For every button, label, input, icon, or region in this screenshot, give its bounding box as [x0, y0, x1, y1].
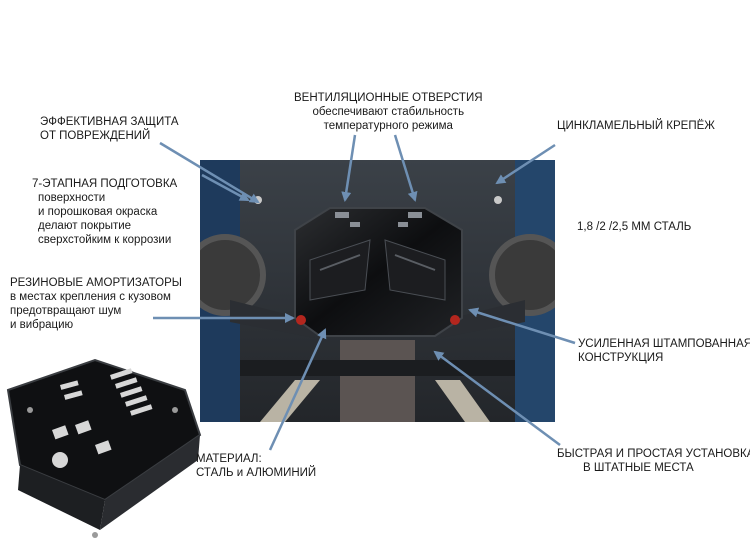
vent-callout: ВЕНТИЛЯЦИОННЫЕ ОТВЕРСТИЯ обеспечивают ст… [294, 91, 483, 133]
rubber-callout: РЕЗИНОВЫЕ АМОРТИЗАТОРЫ в местах креплени… [10, 276, 182, 332]
prep-callout: 7-ЭТАПНАЯ ПОДГОТОВКА поверхности и порош… [32, 177, 177, 247]
rubber-line2: предотвращают шум [10, 305, 122, 317]
prep-line3: делают покрытие [38, 220, 132, 232]
skid-plate-product-image [6, 358, 202, 538]
protection-callout: ЭФФЕКТИВНАЯ ЗАЩИТА ОТ ПОВРЕЖДЕНИЙ [40, 115, 179, 143]
prep-title: 7-ЭТАПНАЯ ПОДГОТОВКА [32, 178, 178, 190]
fastener-callout: ЦИНКЛАМЕЛЬНЫЙ КРЕПЁЖ [557, 119, 715, 133]
install-line2: В ШТАТНЫЕ МЕСТА [583, 462, 694, 474]
prep-line2: и порошковая окраска [38, 206, 158, 218]
prep-line1: поверхности [38, 192, 106, 204]
steel-thickness: 1,8 /2 /2,5 ММ СТАЛЬ [577, 221, 692, 233]
vent-line2: температурного режима [323, 120, 453, 132]
install-line1: БЫСТРАЯ И ПРОСТАЯ УСТАНОВКА [557, 448, 750, 460]
fastener-title: ЦИНКЛАМЕЛЬНЫЙ КРЕПЁЖ [557, 120, 715, 132]
underbody-photo [200, 160, 555, 422]
install-callout: БЫСТРАЯ И ПРОСТАЯ УСТАНОВКА В ШТАТНЫЕ МЕ… [557, 447, 750, 475]
material-callout: МАТЕРИАЛ: СТАЛЬ и АЛЮМИНИЙ [196, 452, 316, 480]
protection-title: ЭФФЕКТИВНАЯ ЗАЩИТА [40, 116, 179, 128]
stamped-line2: КОНСТРУКЦИЯ [578, 352, 664, 364]
vent-line1: обеспечивают стабильность [312, 106, 465, 118]
rubber-line1: в местах крепления с кузовом [10, 291, 171, 303]
stamped-line1: УСИЛЕННАЯ ШТАМПОВАННАЯ [578, 338, 750, 350]
rubber-line3: и вибрацию [10, 319, 74, 331]
prep-line4: сверхстойким к коррозии [38, 234, 172, 246]
stamped-callout: УСИЛЕННАЯ ШТАМПОВАННАЯ КОНСТРУКЦИЯ [578, 337, 750, 365]
material-line1: МАТЕРИАЛ: [196, 453, 262, 465]
steel-callout: 1,8 /2 /2,5 ММ СТАЛЬ [577, 220, 691, 234]
rubber-title: РЕЗИНОВЫЕ АМОРТИЗАТОРЫ [10, 277, 182, 289]
material-line2: СТАЛЬ и АЛЮМИНИЙ [196, 467, 317, 479]
vent-title: ВЕНТИЛЯЦИОННЫЕ ОТВЕРСТИЯ [294, 92, 483, 104]
protection-subtitle: ОТ ПОВРЕЖДЕНИЙ [40, 130, 151, 142]
